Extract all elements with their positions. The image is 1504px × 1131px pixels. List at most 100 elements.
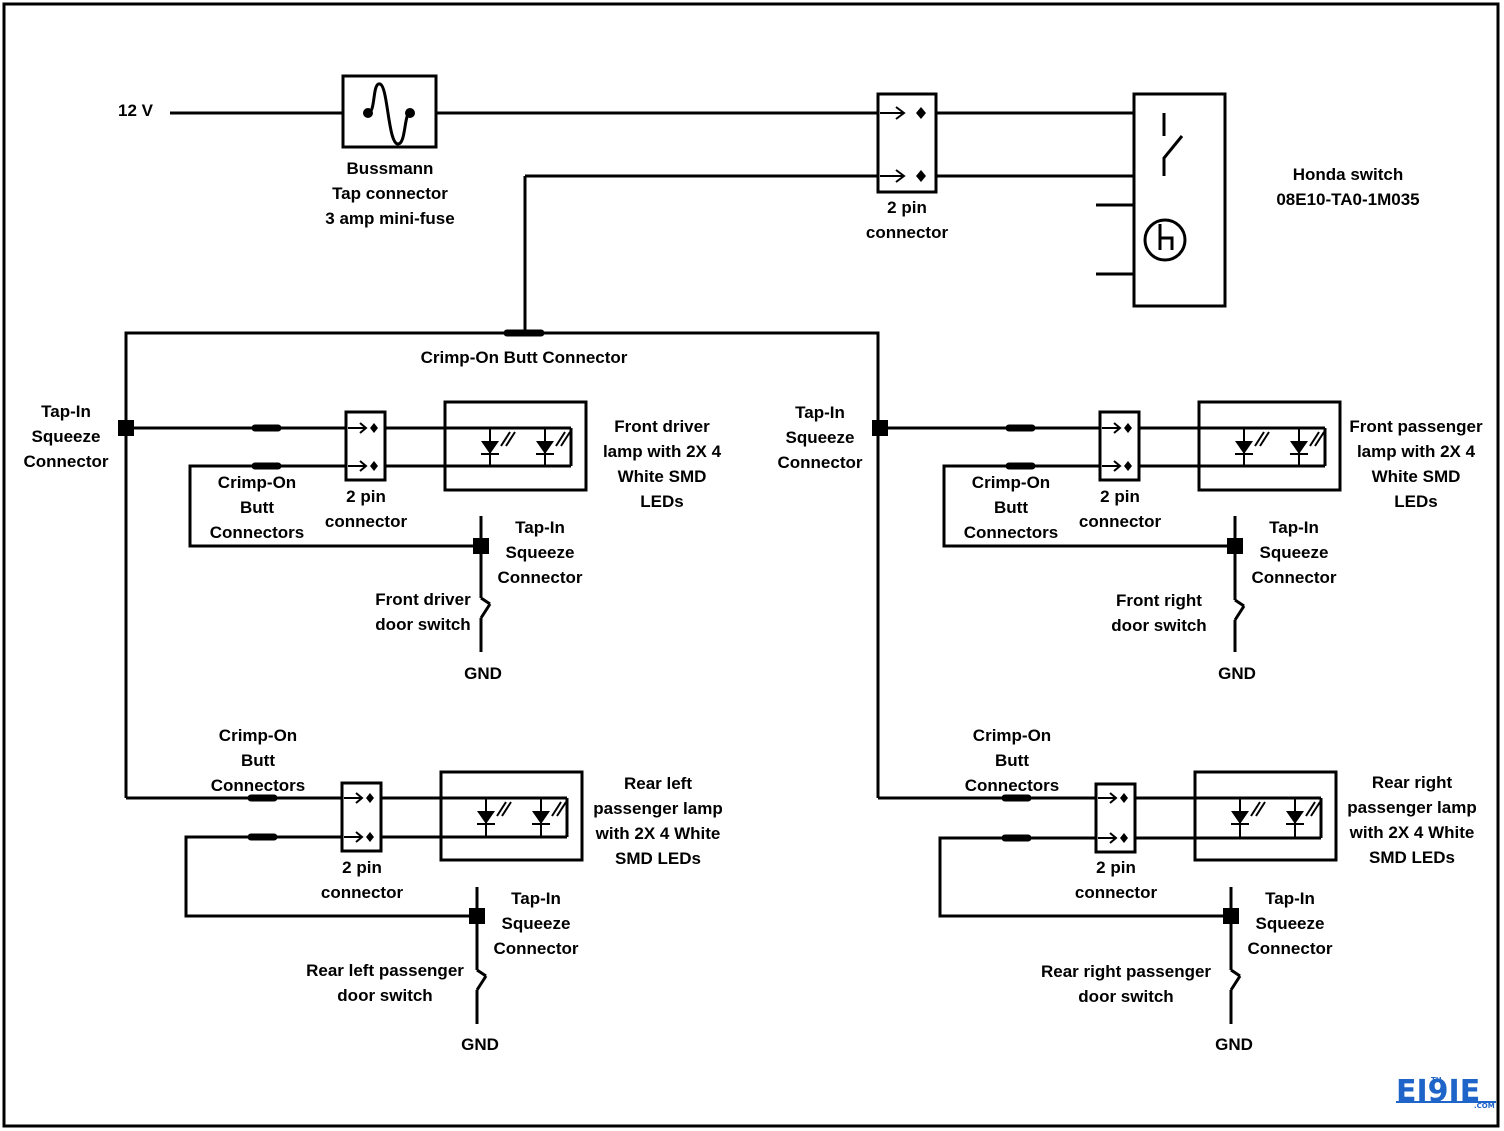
svg-text:Front passenger: Front passenger — [1349, 417, 1483, 436]
svg-text:Connector: Connector — [24, 452, 109, 471]
svg-text:Squeeze: Squeeze — [506, 543, 575, 562]
svg-text:GND: GND — [1218, 664, 1256, 683]
svg-text:door switch: door switch — [1111, 616, 1206, 635]
svg-text:EI9IE: EI9IE — [1396, 1074, 1480, 1109]
main-2pin-connector — [876, 92, 938, 194]
fuse-tap-connector — [341, 74, 438, 149]
svg-text:SMD LEDs: SMD LEDs — [1369, 848, 1455, 867]
svg-text:Tap-In: Tap-In — [1265, 889, 1315, 908]
svg-text:Rear left: Rear left — [624, 774, 692, 793]
svg-text:3 amp mini-fuse: 3 amp mini-fuse — [325, 209, 454, 228]
tap-connector-left — [118, 420, 134, 436]
svg-text:Squeeze: Squeeze — [1256, 914, 1325, 933]
svg-text:passenger lamp: passenger lamp — [1347, 798, 1476, 817]
svg-text:Tap-In: Tap-In — [41, 402, 91, 421]
svg-text:Rear left passenger: Rear left passenger — [306, 961, 464, 980]
butt-main-label: Crimp-On Butt Connector — [421, 348, 628, 367]
svg-text:door switch: door switch — [337, 986, 432, 1005]
svg-text:Tap-In: Tap-In — [1269, 518, 1319, 537]
lamp-housing — [1197, 400, 1342, 492]
svg-text:Squeeze: Squeeze — [786, 428, 855, 447]
svg-text:door switch: door switch — [1078, 987, 1173, 1006]
svg-text:Butt: Butt — [994, 498, 1028, 517]
door-switch — [1229, 968, 1242, 1024]
tap-connector — [1227, 538, 1243, 554]
svg-text:Squeeze: Squeeze — [1260, 543, 1329, 562]
svg-text:Butt: Butt — [995, 751, 1029, 770]
circuit-rear-left: Rear left passenger lamp with 2X 4 White… — [126, 726, 723, 1054]
door-switch — [475, 968, 488, 1024]
svg-text:Crimp-On: Crimp-On — [219, 726, 297, 745]
svg-text:White SMD: White SMD — [1372, 467, 1461, 486]
svg-text:Tap-In: Tap-In — [515, 518, 565, 537]
svg-text:Butt: Butt — [240, 498, 274, 517]
circuit-front-passenger: Front passenger lamp with 2X 4 White SMD… — [888, 400, 1483, 683]
svg-text:2 pin: 2 pin — [887, 198, 927, 217]
door-switch — [1233, 598, 1246, 652]
tap-right-label: Tap-In Squeeze Connector — [778, 403, 863, 472]
svg-text:2 pin: 2 pin — [1100, 487, 1140, 506]
svg-text:Connector: Connector — [778, 453, 863, 472]
svg-text:LEDs: LEDs — [640, 492, 683, 511]
svg-text:Crimp-On: Crimp-On — [973, 726, 1051, 745]
svg-text:Front driver: Front driver — [614, 417, 710, 436]
svg-text:08E10-TA0-1M035: 08E10-TA0-1M035 — [1276, 190, 1419, 209]
svg-text:connector: connector — [1079, 512, 1162, 531]
two-pin-connector — [340, 781, 383, 853]
two-pin-connector — [1098, 410, 1141, 482]
two-pin-connector — [344, 410, 387, 482]
svg-text:GND: GND — [464, 664, 502, 683]
svg-text:GND: GND — [461, 1035, 499, 1054]
svg-text:.COM: .COM — [1474, 1102, 1495, 1110]
main-connector-label: 2 pin connector — [866, 198, 949, 242]
svg-text:with 2X 4 White: with 2X 4 White — [595, 824, 721, 843]
lamp-housing — [1193, 770, 1338, 862]
svg-text:Squeeze: Squeeze — [502, 914, 571, 933]
svg-text:Crimp-On: Crimp-On — [218, 473, 296, 492]
svg-text:Front right: Front right — [1116, 591, 1202, 610]
svg-text:Front driver: Front driver — [375, 590, 471, 609]
svg-text:2 pin: 2 pin — [1096, 858, 1136, 877]
svg-text:connector: connector — [321, 883, 404, 902]
svg-text:Connector: Connector — [498, 568, 583, 587]
svg-text:Honda switch: Honda switch — [1293, 165, 1404, 184]
lamp-housing — [439, 770, 584, 862]
tap-left-label: Tap-In Squeeze Connector — [24, 402, 109, 471]
svg-text:Rear right: Rear right — [1372, 773, 1453, 792]
fuse-label: Bussmann Tap connector 3 amp mini-fuse — [325, 159, 454, 228]
svg-text:White SMD: White SMD — [618, 467, 707, 486]
svg-text:lamp with 2X 4: lamp with 2X 4 — [603, 442, 722, 461]
honda-switch-label: Honda switch 08E10-TA0-1M035 — [1276, 165, 1419, 209]
lamp-housing — [443, 400, 588, 492]
circuit-rear-right: Rear right passenger lamp with 2X 4 Whit… — [878, 726, 1477, 1054]
svg-text:Connectors: Connectors — [965, 776, 1059, 795]
svg-text:door switch: door switch — [375, 615, 470, 634]
main-bus-wire — [124, 331, 880, 798]
svg-text:passenger lamp: passenger lamp — [593, 799, 722, 818]
svg-text:connector: connector — [1075, 883, 1158, 902]
svg-text:connector: connector — [866, 223, 949, 242]
svg-text:2 pin: 2 pin — [346, 487, 386, 506]
svg-text:Connector: Connector — [1248, 939, 1333, 958]
tap-connector — [1223, 908, 1239, 924]
svg-text:SMD LEDs: SMD LEDs — [615, 849, 701, 868]
svg-text:connector: connector — [325, 512, 408, 531]
circuit-front-driver: Front driver lamp with 2X 4 White SMD LE… — [134, 400, 722, 683]
honda-switch — [1096, 92, 1227, 308]
svg-text:lamp with 2X 4: lamp with 2X 4 — [1357, 442, 1476, 461]
svg-text:Rear right passenger: Rear right passenger — [1041, 962, 1211, 981]
svg-text:Butt: Butt — [241, 751, 275, 770]
svg-text:TH: TH — [1431, 1076, 1442, 1084]
svg-text:GND: GND — [1215, 1035, 1253, 1054]
svg-text:Crimp-On: Crimp-On — [972, 473, 1050, 492]
tap-connector — [473, 538, 489, 554]
svg-text:LEDs: LEDs — [1394, 492, 1437, 511]
svg-text:Bussmann: Bussmann — [347, 159, 434, 178]
svg-text:with 2X 4 White: with 2X 4 White — [1349, 823, 1475, 842]
svg-text:Tap-In: Tap-In — [795, 403, 845, 422]
svg-text:Connectors: Connectors — [210, 523, 304, 542]
svg-text:Connectors: Connectors — [964, 523, 1058, 542]
door-switch — [479, 596, 492, 652]
